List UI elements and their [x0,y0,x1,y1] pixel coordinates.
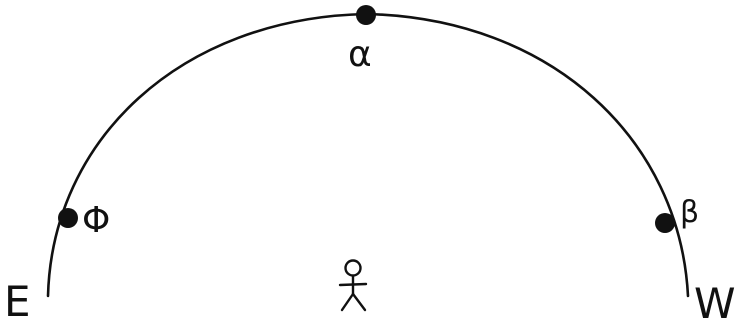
point-phi-marker [58,208,78,228]
direction-east-label: E [4,277,31,326]
direction-west-label: W [694,279,736,328]
observer-figure-icon [340,261,366,311]
point-phi-label: Φ [82,200,110,241]
point-beta-marker [655,213,675,233]
point-beta-label: β [680,195,699,230]
point-alpha-label: α [348,34,372,75]
point-alpha-marker [356,5,376,25]
